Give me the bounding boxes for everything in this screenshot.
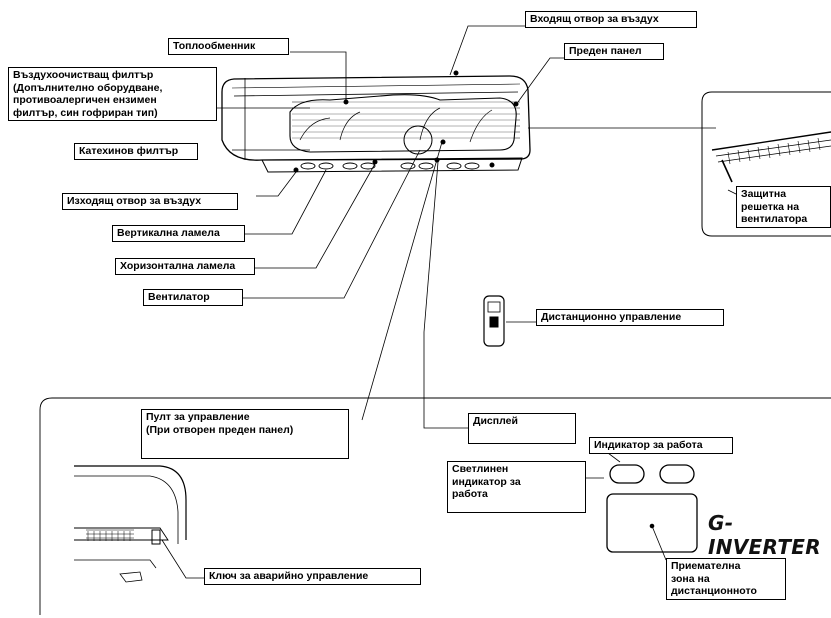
remote-control-drawing [483,295,505,347]
louvers [300,162,480,170]
label-operation-indicator: Индикатор за работа [589,437,733,454]
fan-guard-zoom-frame [701,91,831,237]
fan-guard-grille [727,137,821,165]
unit-detail-drawing [74,465,187,583]
label-fan: Вентилатор [143,289,243,306]
indoor-unit [221,70,531,173]
label-emergency-switch: Ключ за аварийно управление [204,568,421,585]
label-air-outlet: Изходящ отвор за въздух [62,193,238,210]
label-fan-guard: Защитна решетка на вентилатора [736,186,831,228]
label-front-panel: Преден панел [564,43,664,60]
label-catechin-filter: Катехинов филтър [74,143,198,160]
label-heat-exchanger: Топлообменник [168,38,289,55]
label-air-inlet: Входящ отвор за въздух [525,11,697,28]
label-horizontal-louver: Хоризонтална ламела [115,258,255,275]
label-air-filter: Въздухоочистващ филтър (Допълнително обо… [8,67,217,121]
label-vertical-louver: Вертикална ламела [112,225,245,242]
label-control-panel: Пулт за управление (При отворен преден п… [141,409,349,459]
label-remote-control: Дистанционно управление [536,309,724,326]
leader-lines [161,25,741,579]
label-remote-receiver: Приемателна зона на дистанционното [666,558,786,600]
label-operation-light: Светлинен индикатор за работа [447,461,586,513]
label-display: Дисплей [468,413,576,444]
display-detail-drawing [606,464,698,553]
detail-frame [39,397,831,615]
brand-logo: G-INVERTER [708,511,821,559]
